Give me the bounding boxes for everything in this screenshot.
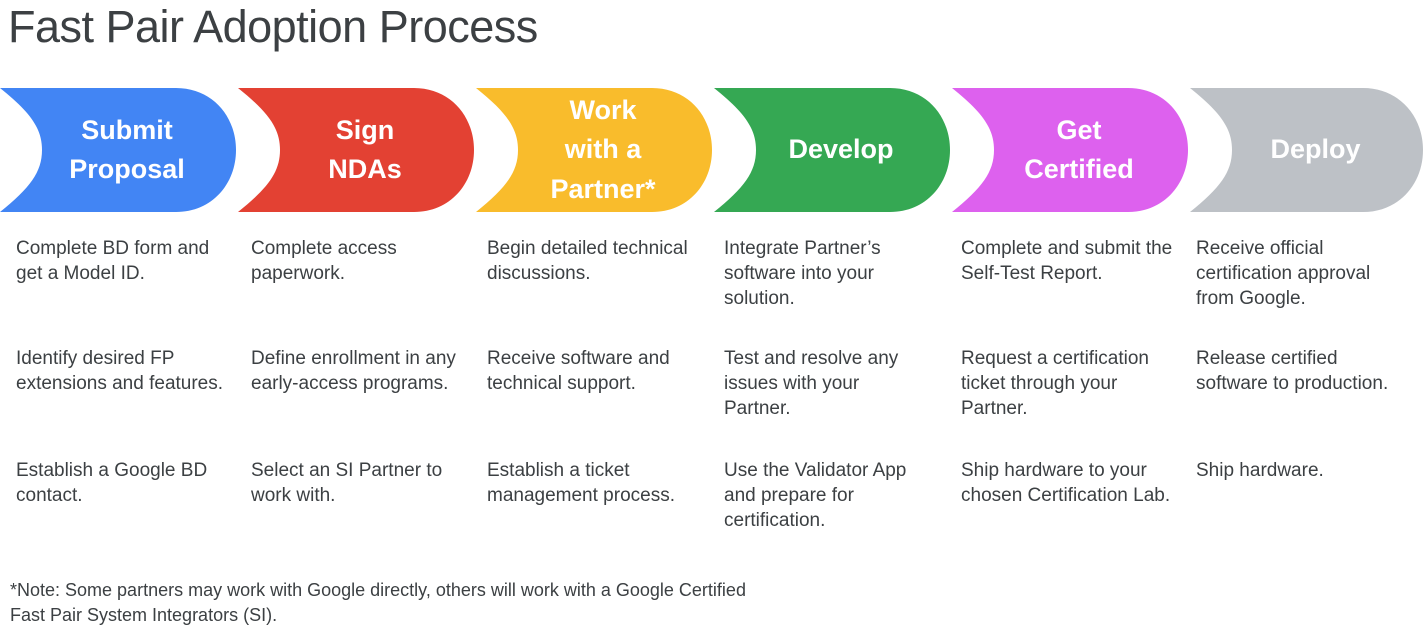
page-title: Fast Pair Adoption Process: [8, 1, 538, 52]
step-label-sign-ndas: Sign NDAs: [328, 114, 402, 184]
step-label-get-certified: Get Certified: [1024, 114, 1134, 184]
detail-item: Release certified software to production…: [1196, 348, 1389, 394]
detail-item: Ship hardware to your chosen Certificati…: [961, 460, 1171, 506]
detail-item: Begin detailed technical discussions.: [487, 238, 688, 284]
chevron-shape-icon: [0, 88, 236, 212]
detail-item: Establish a ticket management process.: [487, 460, 675, 506]
detail-item: Complete access paperwork.: [251, 238, 397, 284]
detail-item: Test and resolve any issues with your Pa…: [724, 348, 899, 419]
process-step-get-certified[interactable]: Get Certified: [952, 88, 1188, 212]
step-label-develop: Develop: [788, 134, 894, 165]
process-step-work-with-a-partner[interactable]: Work with a Partner*: [476, 88, 712, 212]
chevron-shape-icon: [1190, 88, 1423, 212]
detail-item: Select an SI Partner to work with.: [251, 460, 443, 506]
detail-item: Receive software and technical support.: [487, 348, 670, 394]
detail-item: Request a certification ticket through y…: [961, 348, 1149, 419]
detail-item: Complete and submit the Self-Test Report…: [961, 238, 1173, 284]
detail-item: Use the Validator App and prepare for ce…: [724, 460, 907, 531]
step-label-deploy: Deploy: [1270, 134, 1361, 165]
footnote-note: *Note: Some partners may work with Googl…: [10, 580, 746, 625]
detail-item: Define enrollment in any early-access pr…: [251, 348, 456, 394]
step-label-work-with-a-partner: Work with a Partner*: [550, 95, 656, 204]
detail-item: Receive official certification approval …: [1196, 238, 1371, 309]
step-label-submit-proposal: Submit Proposal: [69, 114, 185, 184]
detail-item: Establish a Google BD contact.: [16, 460, 208, 506]
process-step-sign-ndas[interactable]: Sign NDAs: [238, 88, 474, 212]
process-step-submit-proposal[interactable]: Submit Proposal: [0, 88, 236, 212]
detail-item: Identify desired FP extensions and featu…: [16, 348, 224, 394]
chevron-shape-icon: [238, 88, 474, 212]
detail-item: Integrate Partner’s software into your s…: [724, 238, 881, 309]
chevron-shape-icon: [952, 88, 1188, 212]
process-step-deploy[interactable]: Deploy: [1190, 88, 1423, 212]
process-step-banner: Submit Proposal Sign NDAs Work with a Pa…: [0, 88, 1423, 212]
chevron-shape-icon: [476, 88, 712, 212]
detail-item: Ship hardware.: [1196, 460, 1324, 481]
detail-item: Complete BD form and get a Model ID.: [16, 238, 210, 284]
process-step-develop[interactable]: Develop: [714, 88, 950, 212]
step-details-grid: Complete BD form and get a Model ID. Ide…: [0, 236, 1423, 556]
chevron-shape-icon: [714, 88, 950, 212]
